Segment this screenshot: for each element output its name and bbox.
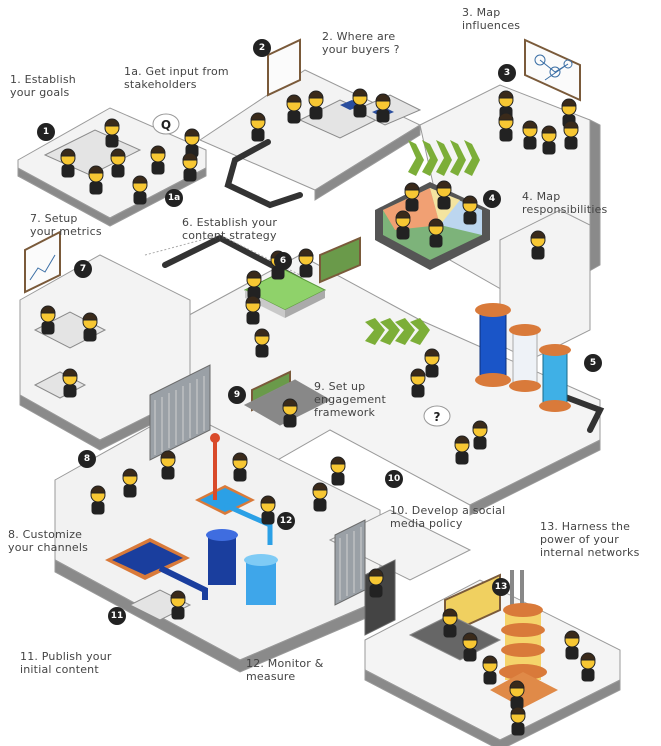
step-badge-10: 10 [385,470,403,488]
person [122,468,138,498]
person [308,90,324,120]
person [352,88,368,118]
person [246,270,262,300]
person [40,305,56,335]
monitor-tanks [105,433,278,605]
person [82,312,98,342]
person [530,230,546,260]
step-badge-7: 7 [74,260,92,278]
step-badge-5: 5 [584,354,602,372]
person [286,94,302,124]
person [510,706,526,736]
step-1-label: 1. Establish your goals [10,73,76,99]
speech-q-icon: Q [161,118,171,132]
person [580,652,596,682]
step-badge-2: 2 [253,39,271,57]
step-13-label: 13. Harness the power of your internal n… [540,520,640,559]
chevron-arrows-mid [365,318,430,345]
step-8-label: 8. Customize your channels [8,528,89,554]
person [110,148,126,178]
person [160,450,176,480]
step-badge-4: 4 [483,190,501,208]
social-tanks [475,303,571,412]
person [404,182,420,212]
step-badge-13: 13 [492,578,510,596]
step-badge-1: 1 [37,123,55,141]
person [245,295,261,325]
person [282,398,298,428]
person [184,128,200,158]
person [395,210,411,240]
step-badge-1a: 1a [165,189,183,207]
person [104,118,120,148]
step-7-label: 7. Setup your metrics [30,212,102,238]
whiteboard-graph-icon [29,54,573,281]
step-1a-label: 1a. Get input from stakeholders [124,65,229,91]
person [375,93,391,123]
step-badge-9: 9 [228,386,246,404]
person [564,630,580,660]
person [541,125,557,155]
person [60,148,76,178]
step-badge-8: 8 [78,450,96,468]
person [462,632,478,662]
step-badge-12: 12 [277,512,295,530]
person [88,165,104,195]
person [462,195,478,225]
person [298,248,314,278]
person [62,368,78,398]
person [410,368,426,398]
step-2-label: 2. Where are your buyers ? [322,30,400,56]
person [424,348,440,378]
person [472,420,488,450]
step-12-label: 12. Monitor & measure [246,657,324,683]
person [132,175,148,205]
step-11-label: 11. Publish your initial content [20,650,112,676]
person [436,180,452,210]
step-badge-6: 6 [274,252,292,270]
step-10-label: 10. Develop a social media policy [390,504,506,530]
people [40,88,596,736]
step-4-label: 4. Map responsibilities [522,190,608,216]
person [482,655,498,685]
person [90,485,106,515]
person [522,120,538,150]
step-badge-3: 3 [498,64,516,82]
person [250,112,266,142]
person [232,452,248,482]
person [150,145,166,175]
step-3-label: 3. Map influences [462,6,521,32]
person [330,456,346,486]
person [170,590,186,620]
person [442,608,458,638]
step-9-label: 9. Set up engagement framework [314,380,386,419]
speech-question-icon: ? [434,410,441,424]
person [498,112,514,142]
person [254,328,270,358]
person [312,482,328,512]
person [260,495,276,525]
step-6-label: 6. Establish your content strategy [182,216,278,242]
conveyor-pipes [162,139,605,433]
person [182,152,198,182]
gate-bars [154,376,362,600]
person [368,568,384,598]
speech-bubbles: Q ? [152,113,451,427]
person [454,435,470,465]
person [428,218,444,248]
chevron-arrows-top [408,140,480,176]
person [563,120,579,150]
person [509,680,525,710]
step-badge-11: 11 [108,607,126,625]
